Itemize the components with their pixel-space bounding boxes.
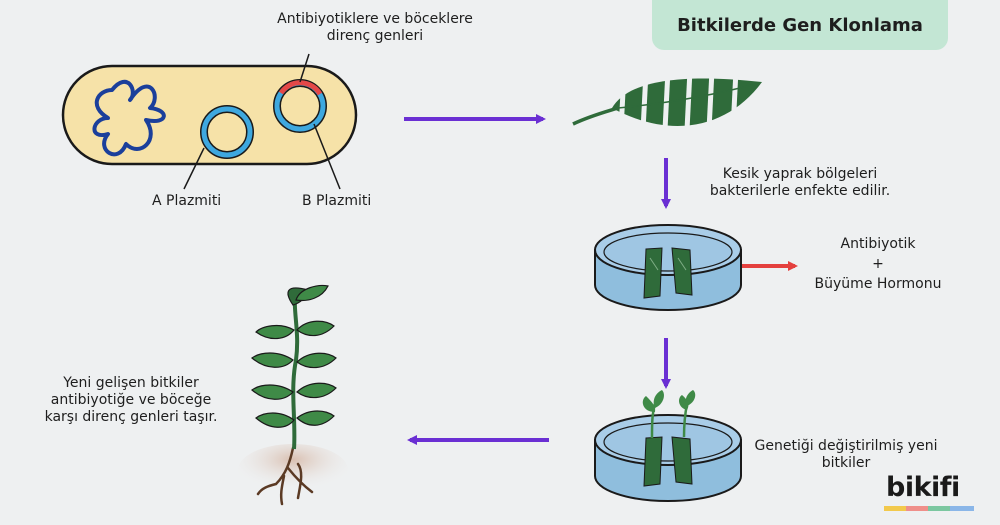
label-plus: + (872, 256, 884, 272)
bacterium-cell (61, 64, 358, 166)
label-infect-step: Kesik yaprak bölgeleri bakterilerle enfe… (709, 166, 891, 199)
label-antibiotic: Antibiyotik (840, 236, 916, 252)
label-plasmid-a: A Plazmiti (152, 193, 222, 209)
bikifi-logo: bikifi (886, 472, 960, 503)
petri-dish-infection (594, 224, 742, 311)
grown-plant (238, 284, 348, 506)
label-modified-plants: Genetiği değiştirilmiş yeni bitkiler (754, 438, 938, 471)
resistance-gene-insert (278, 80, 323, 96)
label-resistance-genes: Antibiyotiklere ve böceklere direnç genl… (277, 11, 473, 44)
page-title: Bitkilerde Gen Klonlama (677, 14, 923, 36)
title-banner: Bitkilerde Gen Klonlama (652, 0, 948, 50)
label-result: Yeni gelişen bitkiler antibiyotiğe ve bö… (44, 375, 218, 425)
logo-color-bar (884, 506, 974, 511)
cut-leaf (572, 69, 762, 151)
label-plasmid-b: B Plazmiti (302, 193, 372, 209)
petri-dish-regeneration (594, 390, 742, 502)
label-growth-hormone: Büyüme Hormonu (814, 276, 942, 292)
bacterial-chromosome (92, 80, 166, 157)
